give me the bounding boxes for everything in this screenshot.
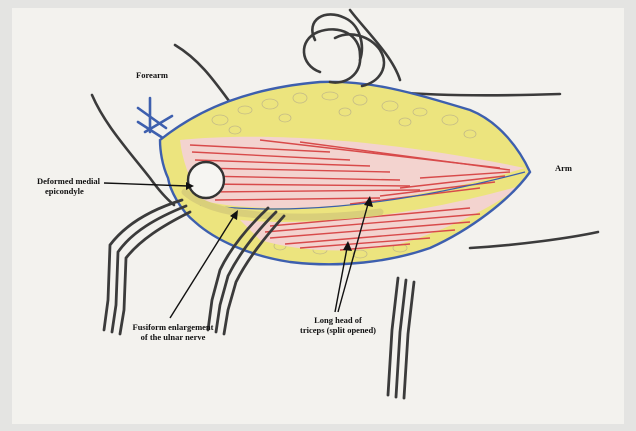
epicondyle-label: Deformed medial epicondyle	[37, 176, 100, 196]
triceps-label: Long head of triceps (split opened)	[283, 315, 393, 335]
ulnar-label-line2: of the ulnar nerve	[118, 332, 228, 342]
arm-label: Arm	[555, 163, 572, 173]
ulnar-nerve-label: Fusiform enlargement of the ulnar nerve	[118, 322, 228, 342]
triceps-label-line2: triceps (split opened)	[283, 325, 393, 335]
epicondyle-label-line2: epicondyle	[37, 186, 100, 196]
forearm-label: Forearm	[136, 70, 168, 80]
medial-epicondyle	[188, 162, 224, 198]
triceps-label-line1: Long head of	[283, 315, 393, 325]
ulnar-label-line1: Fusiform enlargement	[118, 322, 228, 332]
epicondyle-label-line1: Deformed medial	[37, 176, 100, 186]
